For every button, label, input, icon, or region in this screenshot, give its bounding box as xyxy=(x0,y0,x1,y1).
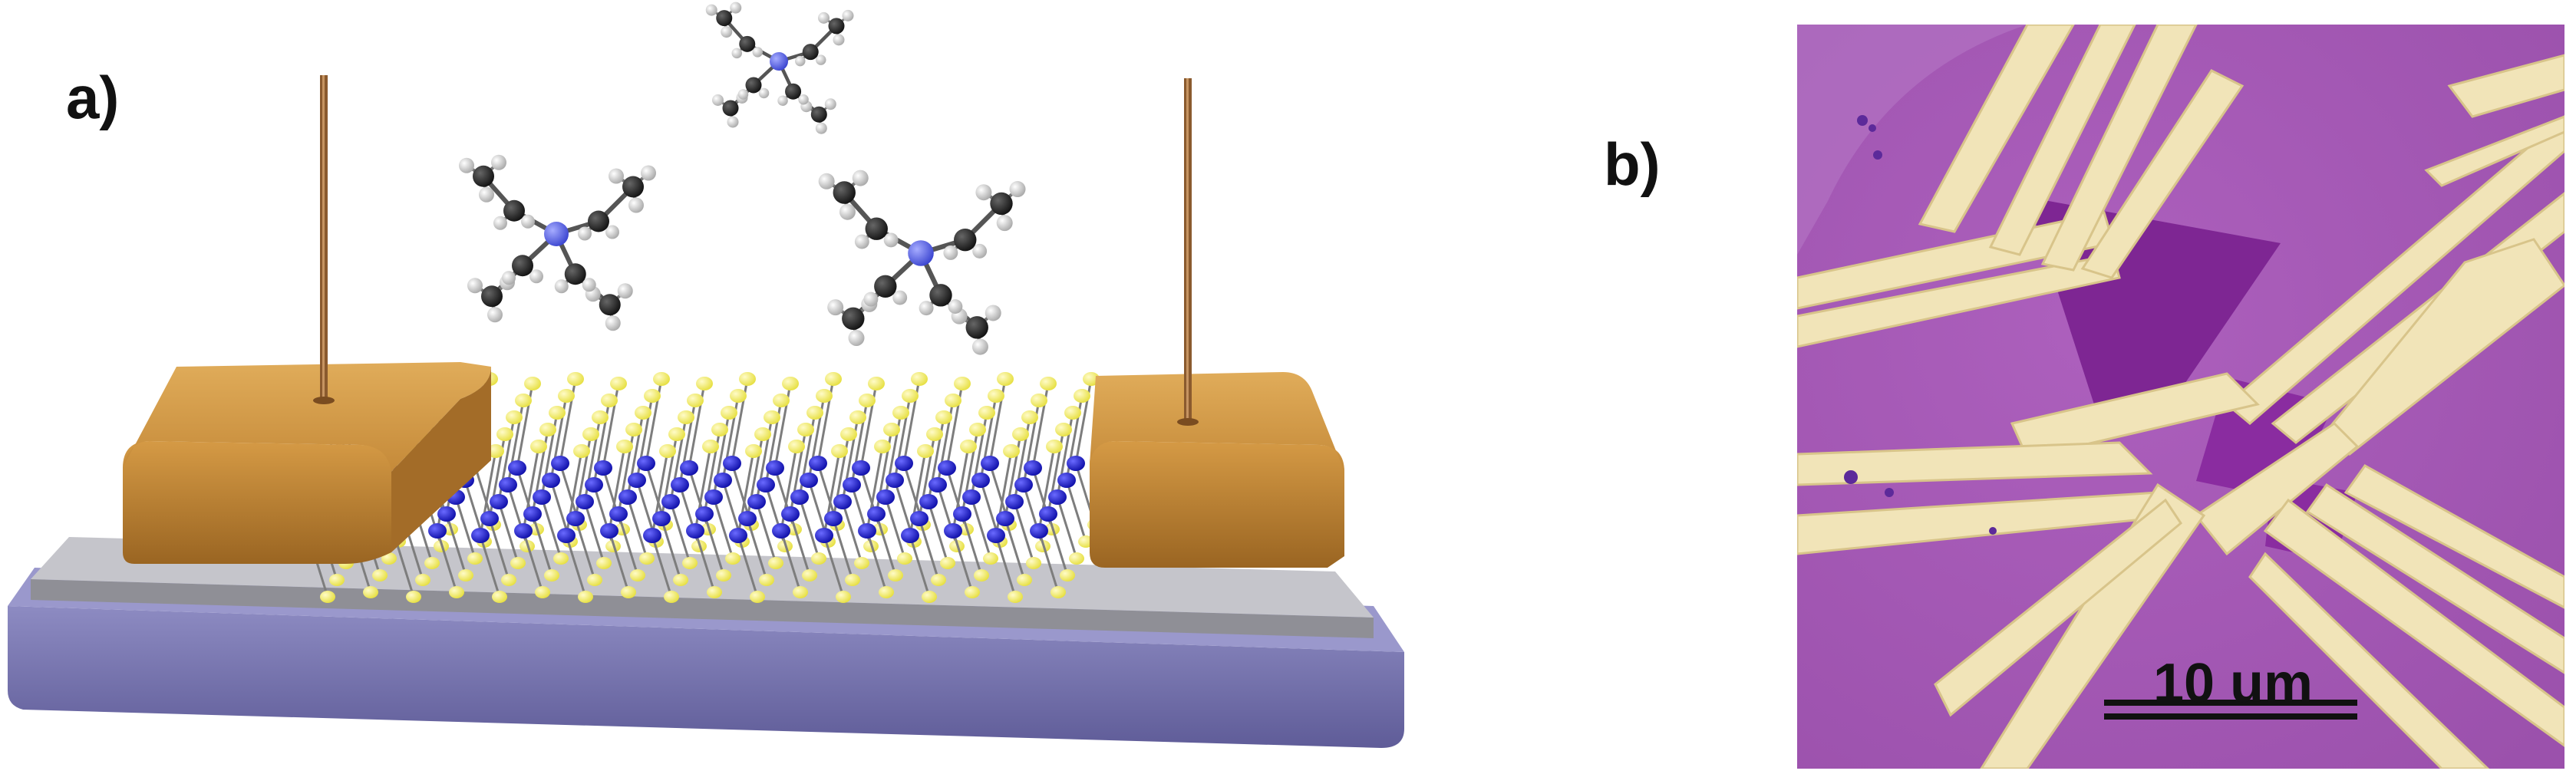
panel-a-label: a) xyxy=(66,64,120,131)
panel-b-label: b) xyxy=(1604,130,1661,198)
left-probe xyxy=(313,75,335,404)
scale-bar xyxy=(2104,700,2357,720)
gold-contacts xyxy=(1797,25,2564,769)
device-schematic xyxy=(8,2,1404,748)
left-electrode xyxy=(123,362,491,564)
right-probe xyxy=(1177,78,1199,426)
tetraethylammonium-molecules xyxy=(459,2,1026,355)
scale-bar-label: 10 um xyxy=(2152,653,2314,714)
right-electrode xyxy=(1090,372,1344,568)
optical-micrograph xyxy=(1797,25,2564,769)
debris-particles xyxy=(1844,115,1997,535)
